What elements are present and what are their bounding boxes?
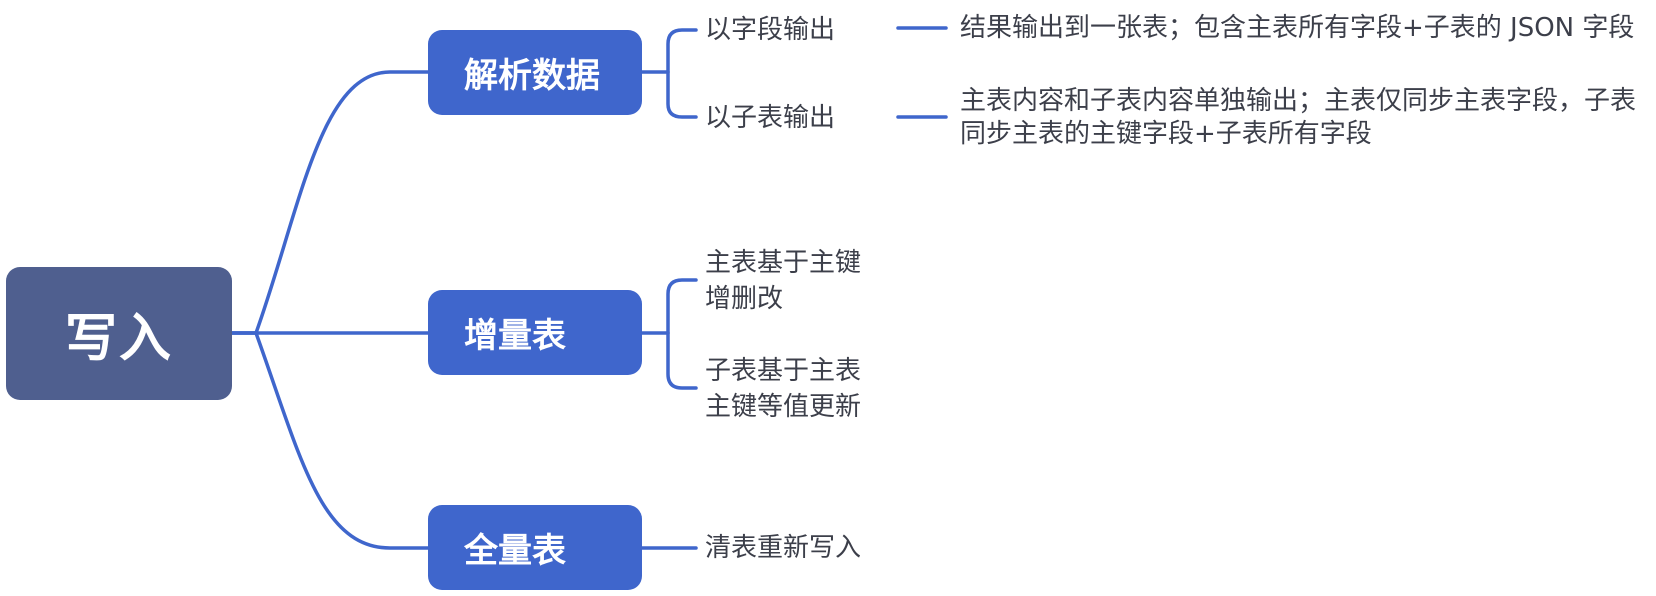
root-node[interactable]: 写入 (6, 267, 232, 400)
connector-incremental-child (666, 331, 698, 390)
leaf-label-output-by-subtable: 以子表输出 (705, 103, 836, 133)
connector-root-full (230, 331, 430, 550)
leaf-label-output-by-field: 以字段输出 (705, 15, 836, 45)
connector-parse-field (640, 28, 698, 74)
detail-text-output-by-field: 结果输出到一张表；包含主表所有字段+子表的 JSON 字段 (960, 13, 1635, 43)
leaf-child-line-2: 主键等值更新 (705, 392, 862, 422)
branch-label-full-table: 全量表 (464, 531, 566, 571)
leaf-output-by-field[interactable]: 以字段输出 (705, 12, 835, 48)
leaf-master-table-by-key[interactable]: 主表基于主键 增删改 (705, 245, 861, 317)
leaf-child-line-1: 子表基于主表 (705, 356, 862, 386)
leaf-child-table-by-master-key[interactable]: 子表基于主表 主键等值更新 (705, 353, 861, 425)
branch-node-parse-data[interactable]: 解析数据 (428, 30, 642, 115)
leaf-master-line-1: 主表基于主键 (705, 248, 862, 278)
detail-output-by-subtable[interactable]: 主表内容和子表内容单独输出；主表仅同步主表字段，子表同步主表的主键字段+子表所有… (960, 85, 1650, 151)
leaf-output-by-subtable[interactable]: 以子表输出 (705, 100, 835, 136)
leaf-label-clear-and-rewrite: 清表重新写入 (705, 533, 862, 563)
branch-node-incremental-table[interactable]: 增量表 (428, 290, 642, 375)
leaf-clear-and-rewrite[interactable]: 清表重新写入 (705, 530, 861, 566)
branch-label-incremental-table: 增量表 (464, 316, 566, 356)
connector-incremental-master (640, 278, 698, 335)
root-label: 写入 (64, 309, 173, 369)
branch-node-full-table[interactable]: 全量表 (428, 505, 642, 590)
detail-text-output-by-subtable: 主表内容和子表内容单独输出；主表仅同步主表字段，子表同步主表的主键字段+子表所有… (960, 86, 1637, 149)
leaf-master-line-2: 增删改 (705, 284, 784, 314)
branch-label-parse-data: 解析数据 (464, 56, 600, 96)
connector-root-parse (230, 70, 430, 335)
connector-parse-subtable (666, 70, 698, 119)
detail-output-by-field[interactable]: 结果输出到一张表；包含主表所有字段+子表的 JSON 字段 (960, 12, 1634, 45)
